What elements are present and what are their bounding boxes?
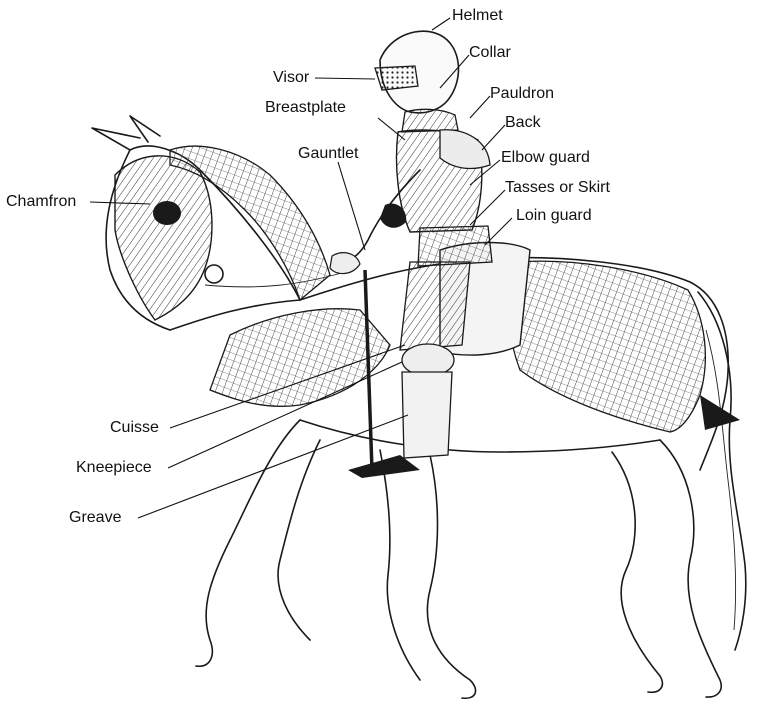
bridle-ring (205, 265, 223, 283)
knight (330, 31, 492, 478)
crupper-armor (508, 261, 705, 432)
label-visor: Visor (273, 70, 309, 86)
label-helmet: Helmet (452, 8, 503, 24)
label-greave: Greave (69, 510, 121, 526)
label-loin-guard: Loin guard (516, 208, 592, 224)
visor-shape (375, 66, 418, 90)
label-chamfron: Chamfron (6, 194, 76, 210)
leader-breastplate (378, 118, 405, 140)
label-breastplate: Breastplate (265, 100, 346, 116)
label-cuisse: Cuisse (110, 420, 159, 436)
horse-eye (153, 201, 181, 225)
label-gauntlet: Gauntlet (298, 146, 358, 162)
label-elbow-guard: Elbow guard (501, 150, 590, 166)
label-pauldron: Pauldron (490, 86, 554, 102)
label-collar: Collar (469, 45, 511, 61)
peytral-armor (210, 309, 390, 407)
leader-pauldron (470, 96, 490, 118)
label-tasses: Tasses or Skirt (505, 180, 610, 196)
leader-visor (315, 78, 375, 79)
label-kneepiece: Kneepiece (76, 460, 152, 476)
label-back: Back (505, 115, 541, 131)
chamfron-armor (115, 156, 212, 320)
leader-back (482, 125, 505, 150)
leader-helmet (432, 18, 450, 30)
leader-gauntlet (338, 162, 365, 250)
crupper-flap (700, 395, 740, 430)
